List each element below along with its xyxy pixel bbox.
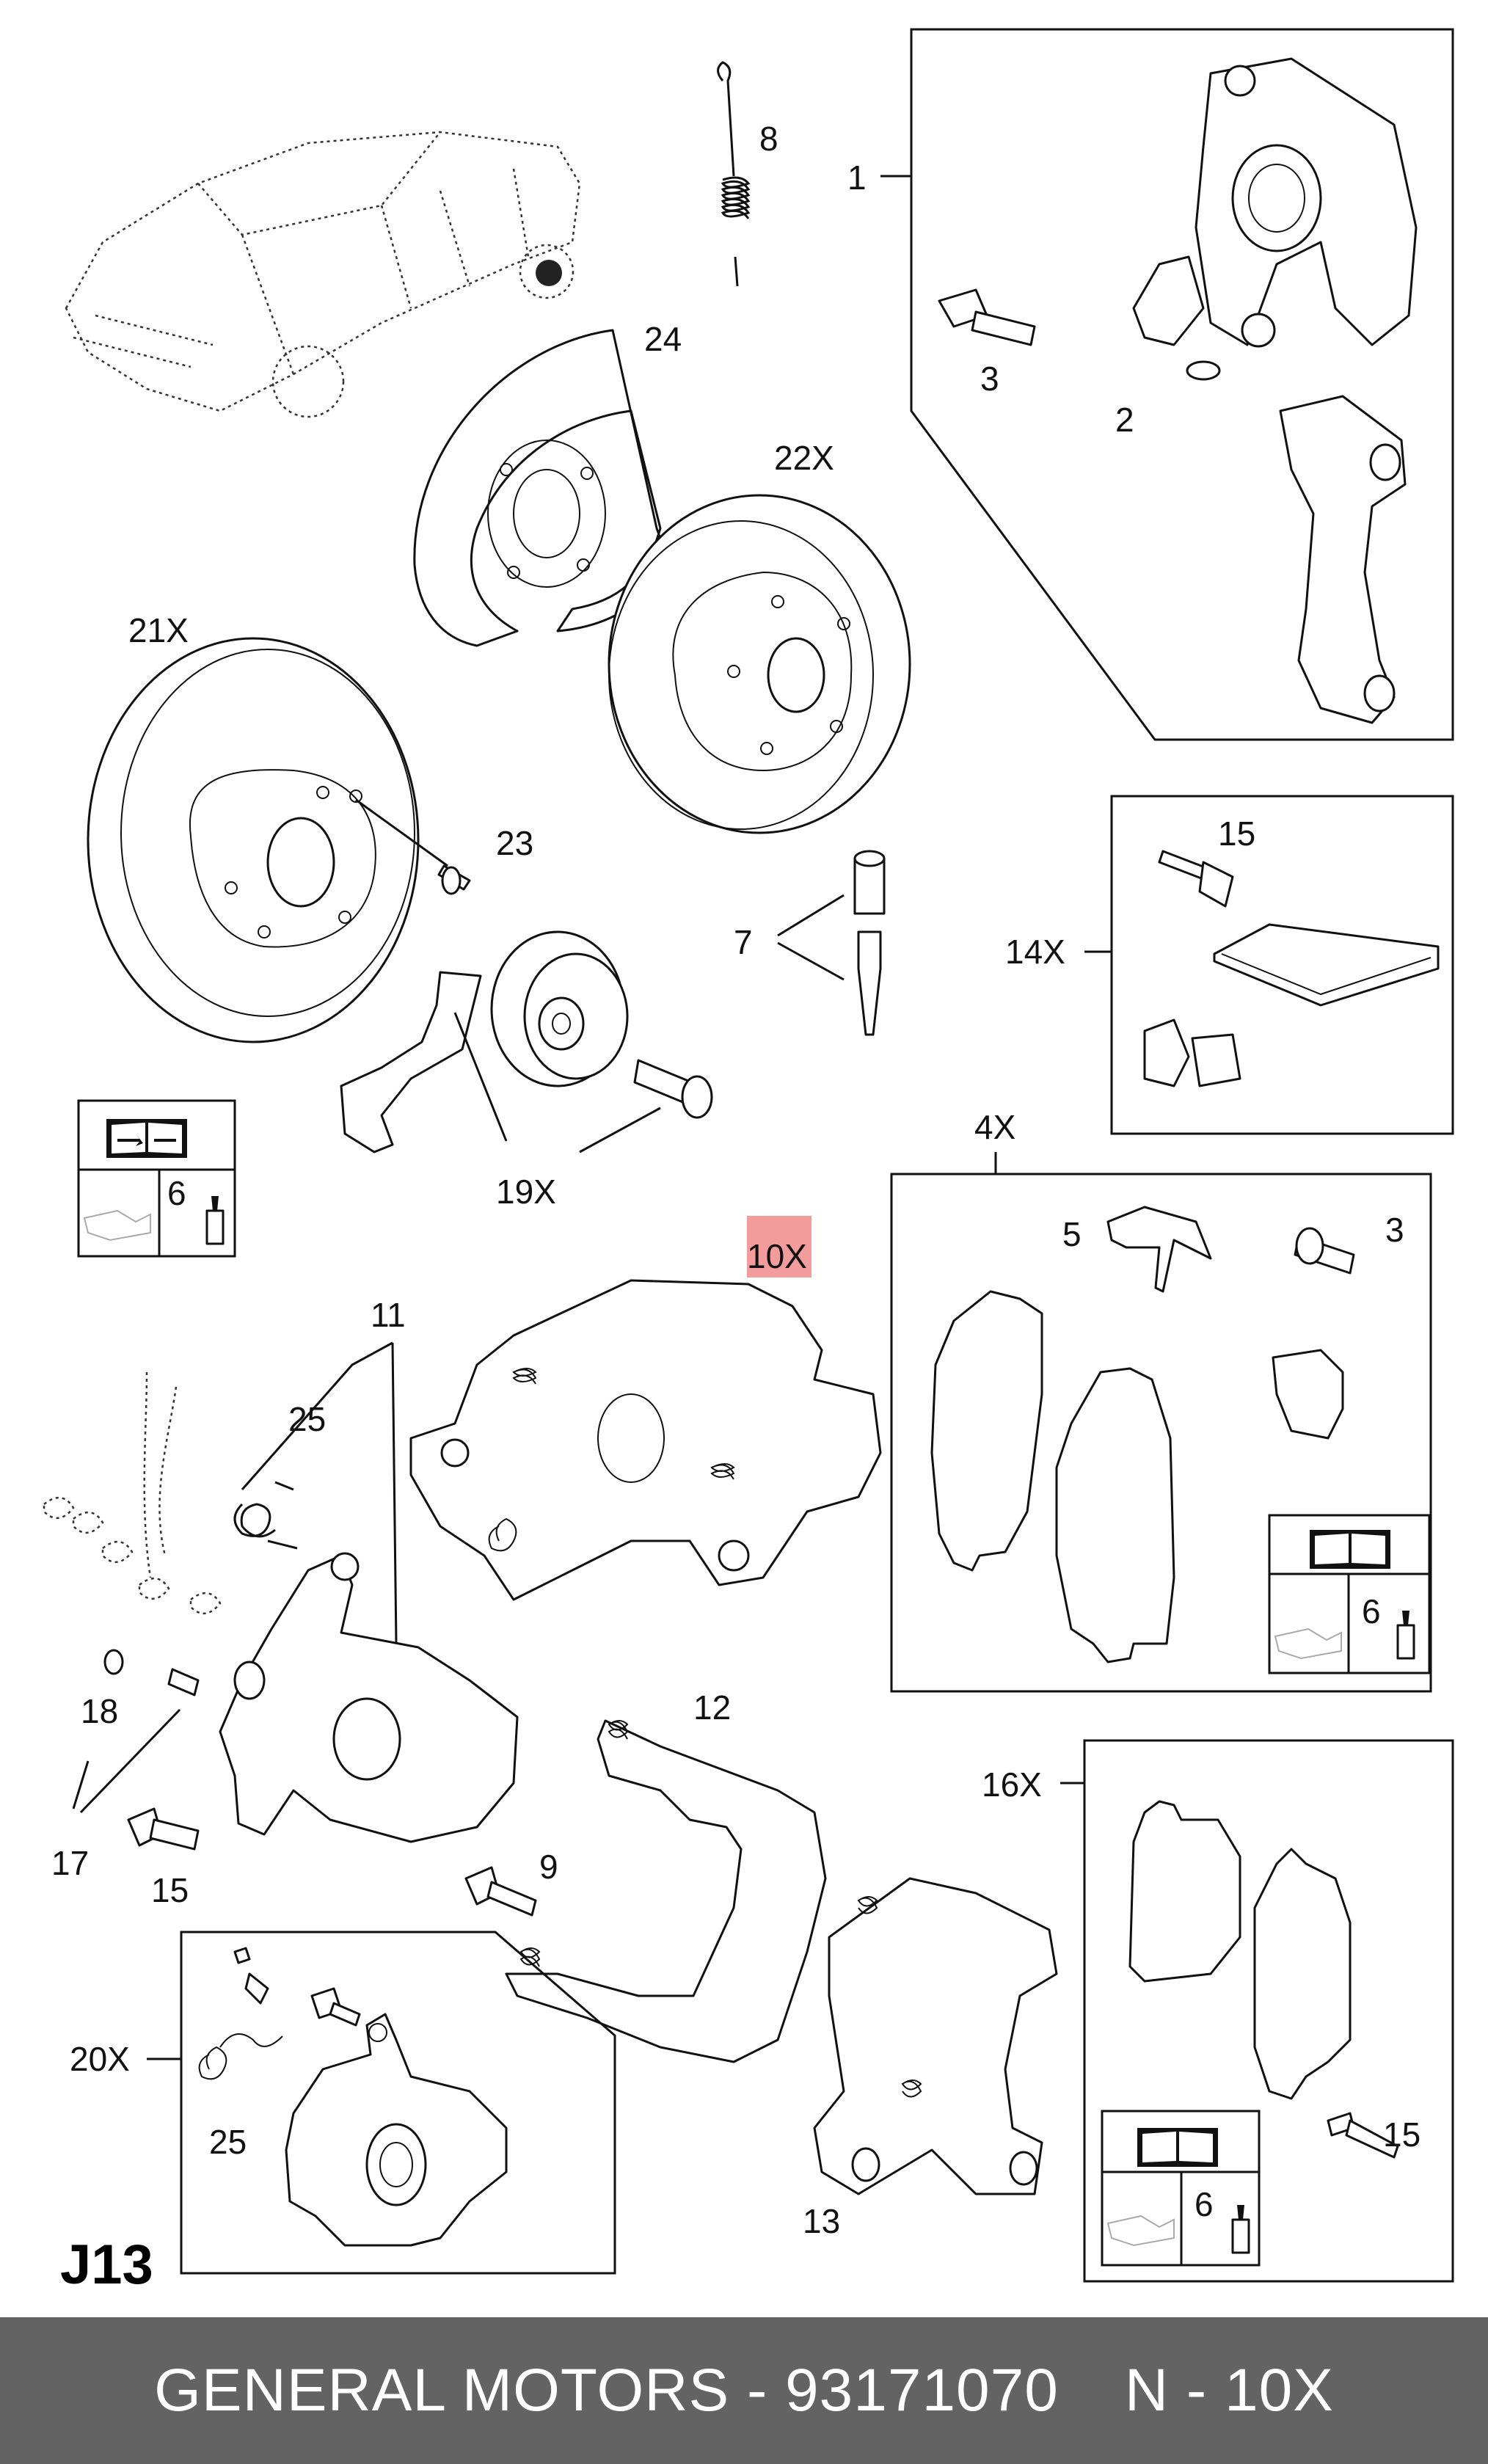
label-6-left: 6 bbox=[167, 1174, 186, 1212]
label-18: 18 bbox=[81, 1692, 118, 1730]
label-14x: 14X bbox=[1005, 933, 1065, 971]
label-15-left: 15 bbox=[151, 1871, 189, 1909]
page-code: J13 bbox=[60, 2234, 153, 2296]
label-24: 24 bbox=[644, 320, 682, 358]
label-25-box20x: 25 bbox=[209, 2123, 247, 2161]
label-15-box14x: 15 bbox=[1218, 814, 1255, 853]
label-23: 23 bbox=[496, 824, 533, 862]
label-15-box16x: 15 bbox=[1383, 2115, 1420, 2154]
screw-23 bbox=[355, 798, 471, 895]
label-21x: 21X bbox=[128, 611, 189, 649]
label-17: 17 bbox=[51, 1844, 89, 1882]
label-9: 9 bbox=[539, 1848, 558, 1886]
small-parts-box-14x bbox=[1084, 795, 1454, 1135]
label-6-16x: 6 bbox=[1195, 2185, 1214, 2223]
label-3-pads: 3 bbox=[1385, 1211, 1404, 1249]
small-parts-17-18 bbox=[72, 1649, 200, 1814]
label-2: 2 bbox=[1115, 401, 1134, 439]
dust-shield-24 bbox=[413, 329, 663, 647]
label-11: 11 bbox=[371, 1296, 406, 1334]
pads-box-16x bbox=[1060, 1739, 1454, 2283]
label-20x: 20X bbox=[70, 2040, 130, 2078]
label-25-main: 25 bbox=[288, 1400, 326, 1438]
label-13: 13 bbox=[803, 2202, 840, 2240]
parking-brake-mechanism-19x bbox=[340, 930, 713, 1153]
lubricant-can-icon bbox=[83, 1209, 1342, 2247]
label-6-4x: 6 bbox=[1362, 1592, 1381, 1630]
footer-reference: N - 10X bbox=[1124, 2357, 1334, 2424]
label-4x: 4X bbox=[974, 1108, 1015, 1146]
label-5: 5 bbox=[1062, 1215, 1082, 1253]
label-3-top: 3 bbox=[980, 360, 999, 398]
footer-bar: GENERAL MOTORS - 93171070 N - 10X bbox=[0, 2317, 1488, 2464]
label-1: 1 bbox=[847, 158, 867, 197]
label-7: 7 bbox=[734, 923, 753, 961]
service-info-icon-box bbox=[77, 1099, 236, 1258]
label-12: 12 bbox=[693, 1688, 731, 1727]
caliper-carrier-12 bbox=[505, 1719, 827, 2063]
caliper-kit-box-20x bbox=[147, 1931, 616, 2275]
car-outline bbox=[65, 131, 581, 418]
label-8: 8 bbox=[759, 120, 778, 158]
caliper-assembly-10x bbox=[409, 1216, 882, 1601]
caliper-housing-box bbox=[880, 28, 1454, 741]
caliper-bracket-13 bbox=[813, 1877, 1058, 2195]
spring-8 bbox=[717, 61, 751, 287]
grease-tube-icon bbox=[205, 1196, 1415, 2254]
label-22x: 22X bbox=[774, 439, 834, 477]
bolt-15-left bbox=[127, 1807, 200, 1851]
caliper-11 bbox=[43, 1341, 519, 1843]
label-10x: 10X bbox=[747, 1237, 807, 1275]
footer-part-number: GENERAL MOTORS - 93171070 bbox=[154, 2357, 1059, 2424]
bolt-9 bbox=[464, 1866, 537, 1917]
exploded-parts-diagram: 1 2 3 3 4X 5 6 6 6 7 8 9 10X 11 12 13 14… bbox=[43, 28, 1454, 2296]
brake-disc-22x bbox=[608, 494, 911, 834]
label-16x: 16X bbox=[982, 1765, 1042, 1804]
service-manual-icon bbox=[106, 1119, 1390, 2167]
brake-disc-21x bbox=[87, 637, 420, 1043]
guide-pins-7 bbox=[777, 850, 886, 1036]
pads-box-4x bbox=[890, 1152, 1432, 1693]
label-19x: 19X bbox=[496, 1173, 556, 1211]
